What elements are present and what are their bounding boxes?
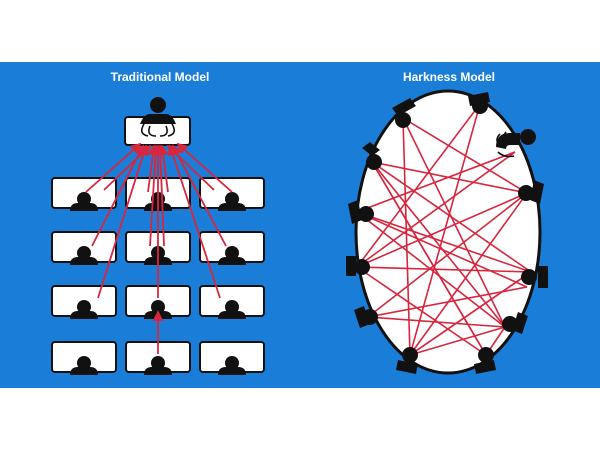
student-desk xyxy=(51,231,117,265)
traditional-model xyxy=(51,97,265,375)
student-desk xyxy=(51,285,117,319)
harkness-teacher xyxy=(496,129,536,158)
harkness-student xyxy=(502,312,528,334)
student-desk xyxy=(199,177,265,211)
student-desk xyxy=(199,285,265,319)
harkness-student xyxy=(346,256,370,276)
harkness-student xyxy=(354,306,378,328)
harkness-students xyxy=(346,92,548,374)
harkness-student xyxy=(396,347,418,374)
traditional-arrows xyxy=(85,142,233,354)
teacher-figure xyxy=(140,97,176,137)
harkness-student xyxy=(348,200,374,224)
harkness-student xyxy=(521,266,548,288)
diagram-svg xyxy=(51,89,548,375)
student-desk xyxy=(199,231,265,265)
diagram-panel: Traditional Model Harkness Model xyxy=(0,62,600,388)
harkness-student xyxy=(518,180,544,204)
harkness-model xyxy=(346,89,548,375)
harkness-discussion-lines xyxy=(356,103,532,356)
harkness-table xyxy=(354,89,542,375)
harkness-student xyxy=(362,142,382,170)
harkness-student xyxy=(468,92,490,114)
student-desk xyxy=(199,341,265,375)
student-desk xyxy=(51,177,117,211)
harkness-student xyxy=(474,347,496,374)
harkness-student xyxy=(392,98,416,128)
student-desk xyxy=(51,341,117,375)
harkness-model-title: Harkness Model xyxy=(402,70,496,84)
traditional-model-title: Traditional Model xyxy=(110,70,210,84)
